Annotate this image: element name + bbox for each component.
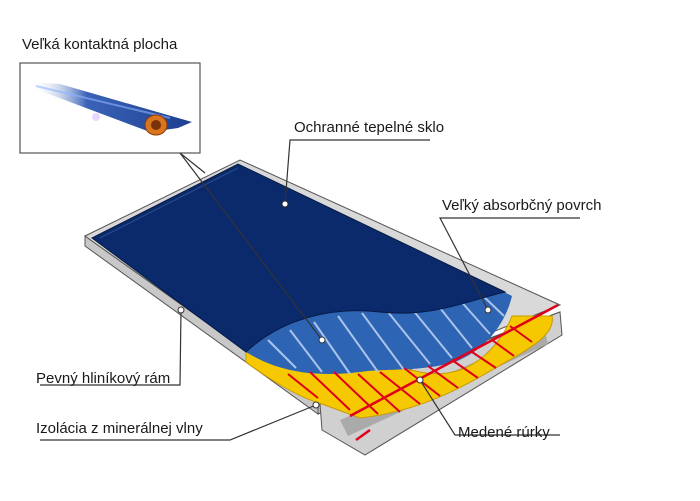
label-absorber-surface: Veľký absorbčný povrch xyxy=(442,197,602,214)
label-copper-pipes: Medené rúrky xyxy=(458,424,550,441)
label-contact-surface: Veľká kontaktná plocha xyxy=(22,36,178,53)
leader-dots xyxy=(177,200,492,409)
absorber-plate xyxy=(246,290,512,375)
protective-glass xyxy=(91,163,507,353)
detail-inset xyxy=(19,62,201,154)
label-protective-glass: Ochranné tepelné sklo xyxy=(294,119,445,136)
copper-pipes xyxy=(287,303,559,442)
label-mineral-wool: Izolácia z minerálnej vlny xyxy=(36,420,203,437)
label-aluminium-frame: Pevný hliníkový rám xyxy=(36,370,171,387)
leader-lines xyxy=(40,139,580,441)
